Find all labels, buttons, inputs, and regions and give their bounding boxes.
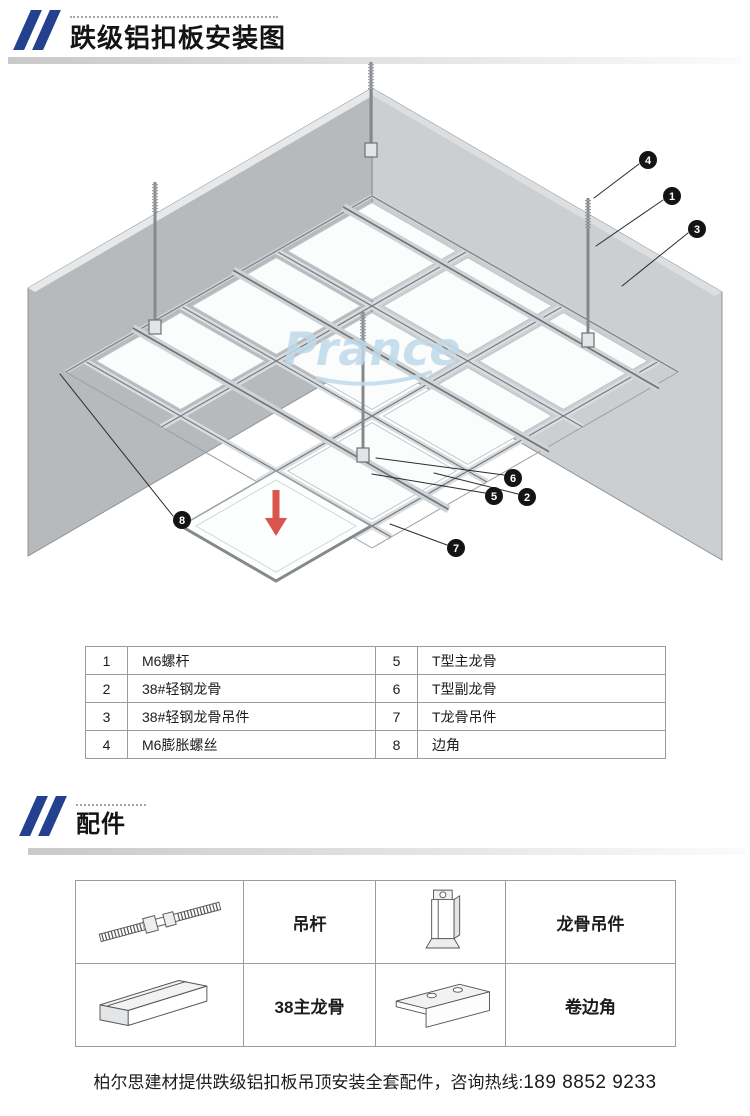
part-number: 3 <box>85 702 128 731</box>
callout-circle <box>485 487 503 505</box>
part-label: T型副龙骨 <box>417 674 666 703</box>
main-header-text-block: 跌级铝扣板安装图 <box>70 16 286 51</box>
svg-text:6: 6 <box>510 473 516 485</box>
callouts: 1 2 3 4 5 <box>59 151 706 557</box>
dotted-rule <box>76 804 146 806</box>
rod-hanger-clip <box>581 332 595 348</box>
svg-text:7: 7 <box>453 543 459 555</box>
suspension-rod <box>148 182 162 335</box>
accessories-table: 吊杆 龙骨吊件 <box>75 880 676 1047</box>
watermark: Prance <box>283 322 461 386</box>
keel-hanger-icon <box>425 889 460 948</box>
installation-diagram: Prance 1 2 3 4 <box>0 60 750 642</box>
main-keel-38-icon <box>99 979 207 1026</box>
table-row: 4 M6膨胀螺丝 8 边角 <box>85 730 666 759</box>
left-wall-top-edge <box>28 88 379 292</box>
header-divider <box>8 57 742 64</box>
footer-text: 柏尔思建材提供跌级铝扣板吊顶安装全套配件，咨询热线: <box>93 1073 524 1092</box>
part-number: 4 <box>85 730 128 759</box>
part-number: 7 <box>375 702 418 731</box>
part-label: M6膨胀螺丝 <box>127 730 376 759</box>
brand-slashes-icon <box>19 796 67 836</box>
rod-hanger-clip <box>364 142 378 158</box>
callout-circle <box>173 511 191 529</box>
watermark-text: Prance <box>283 322 460 376</box>
callout-8: 8 <box>59 373 191 529</box>
svg-text:1: 1 <box>669 191 675 203</box>
callout-7: 7 <box>389 523 465 557</box>
page-title: 跌级铝扣板安装图 <box>70 23 287 53</box>
table-row: 2 38#轻钢龙骨 6 T型副龙骨 <box>85 674 666 703</box>
suspension-rod <box>581 198 595 348</box>
accessory-label: 38主龙骨 <box>243 963 376 1047</box>
callout-5: 5 <box>371 473 503 505</box>
callout-4: 4 <box>593 151 657 199</box>
svg-text:4: 4 <box>645 155 652 167</box>
ceiling-grid <box>61 193 683 551</box>
part-number: 5 <box>375 646 418 675</box>
main-header: 跌级铝扣板安装图 <box>13 10 286 51</box>
svg-text:8: 8 <box>179 515 185 527</box>
t-grid-bar-edges <box>66 196 678 548</box>
table-row: 3 38#轻钢龙骨吊件 7 T龙骨吊件 <box>85 702 666 731</box>
brand-slashes-icon <box>13 10 61 50</box>
callout-circle <box>639 151 657 169</box>
accessory-image-cell <box>375 880 506 964</box>
callout-1: 1 <box>595 187 681 247</box>
part-number: 6 <box>375 674 418 703</box>
accessory-label: 吊杆 <box>243 880 376 964</box>
part-label: 边角 <box>417 730 666 759</box>
table-row: 1 M6螺杆 5 T型主龙骨 <box>85 646 666 675</box>
part-label: 38#轻钢龙骨 <box>127 674 376 703</box>
svg-text:5: 5 <box>491 491 497 503</box>
accessory-label: 卷边角 <box>505 963 676 1047</box>
hanger-rod-icon <box>98 901 221 942</box>
accessories-header: 配件 <box>19 796 146 837</box>
callout-circle <box>504 469 522 487</box>
callout-2: 2 <box>433 472 536 506</box>
accessories-title: 配件 <box>76 811 126 838</box>
callout-circle <box>518 488 536 506</box>
part-label: 38#轻钢龙骨吊件 <box>127 702 376 731</box>
main-carriers <box>133 207 659 510</box>
accessory-label: 龙骨吊件 <box>505 880 676 964</box>
accessory-image-cell <box>75 880 244 964</box>
suspension-rods <box>148 62 595 463</box>
accessories-header-text-block: 配件 <box>76 804 146 837</box>
callout-3: 3 <box>621 220 706 287</box>
accessory-image-cell <box>75 963 244 1047</box>
callout-circle <box>663 187 681 205</box>
rod-hanger-clip <box>148 319 162 335</box>
part-number: 2 <box>85 674 128 703</box>
rolled-edge-angle-icon <box>395 983 490 1028</box>
table-row: 吊杆 龙骨吊件 <box>75 880 676 964</box>
part-label: M6螺杆 <box>127 646 376 675</box>
accessory-image-cell <box>375 963 506 1047</box>
edge-angles <box>66 196 678 548</box>
callout-6: 6 <box>375 457 522 487</box>
dotted-rule <box>70 16 278 18</box>
drop-arrow-icon <box>265 490 287 536</box>
rod-hanger-clip <box>356 447 370 463</box>
accessories-divider <box>28 848 745 855</box>
callout-circle <box>688 220 706 238</box>
ceiling-panels <box>96 203 647 520</box>
suspension-rod <box>364 62 378 158</box>
parts-table: 1 M6螺杆 5 T型主龙骨 2 38#轻钢龙骨 6 T型副龙骨 3 38#轻钢… <box>85 646 666 759</box>
part-label: T型主龙骨 <box>417 646 666 675</box>
footer: 柏尔思建材提供跌级铝扣板吊顶安装全套配件，咨询热线:189 8852 9233 <box>0 1068 750 1094</box>
footer-phone: 189 8852 9233 <box>523 1072 657 1093</box>
svg-text:3: 3 <box>694 224 700 236</box>
table-row: 38主龙骨 卷边角 <box>75 963 676 1047</box>
right-wall-top-edge <box>372 88 722 296</box>
svg-text:2: 2 <box>524 492 530 504</box>
part-number: 8 <box>375 730 418 759</box>
part-label: T龙骨吊件 <box>417 702 666 731</box>
callout-circle <box>447 539 465 557</box>
part-number: 1 <box>85 646 128 675</box>
dropped-panel <box>179 470 373 583</box>
